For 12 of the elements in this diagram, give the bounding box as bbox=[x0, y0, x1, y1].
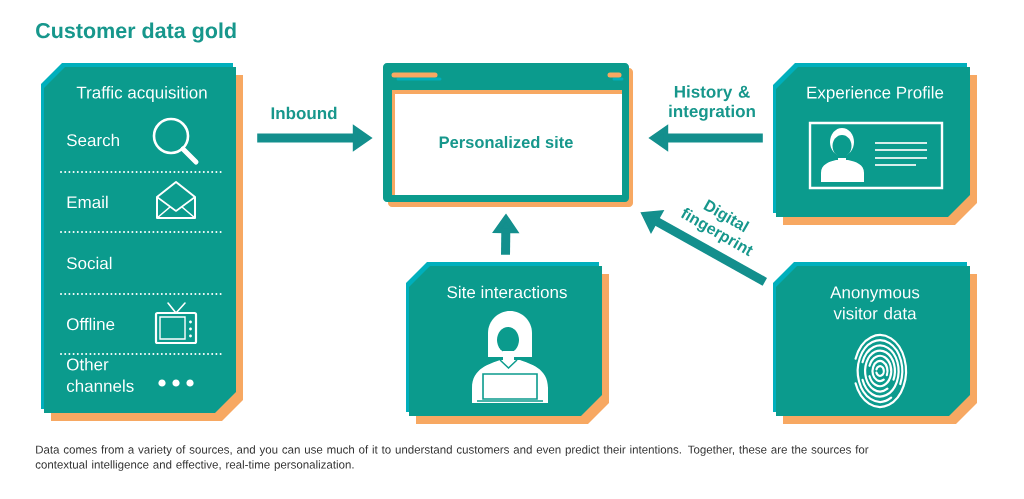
channel-label: Offline bbox=[67, 317, 115, 331]
browser-window: Personalized site bbox=[383, 63, 633, 207]
channel-label: Other channels bbox=[66, 358, 134, 392]
edge-label: History & integration bbox=[661, 84, 763, 122]
panel: Anonymous visitor data bbox=[773, 262, 977, 424]
channel-label: Search bbox=[67, 133, 119, 147]
panel: Experience Profile bbox=[773, 63, 977, 225]
caption: Data comes from a variety of sources, and you can use much of it to understand customers and even predict their intentions. Together, these are the sources for contextual intelligence and effective, real-time personalization. bbox=[35, 445, 869, 471]
channel-label: Social bbox=[67, 256, 112, 270]
title: Customer data gold bbox=[36, 22, 236, 43]
edge-label: Inbound bbox=[269, 105, 339, 121]
channel-label: Email bbox=[67, 195, 108, 209]
